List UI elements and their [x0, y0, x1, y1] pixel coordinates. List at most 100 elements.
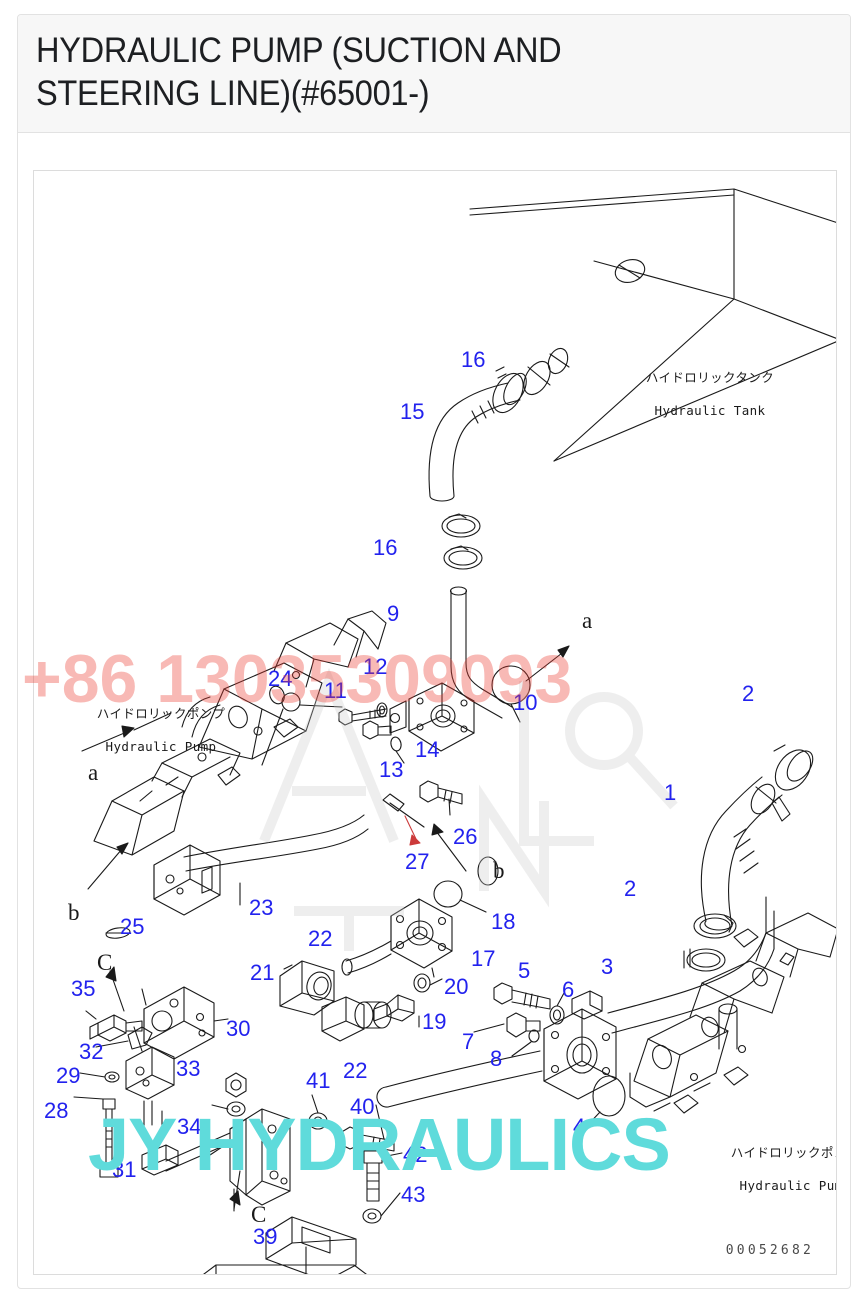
section-arrow-b-left — [87, 842, 129, 890]
callout-number[interactable]: 7 — [462, 1029, 475, 1054]
bolt-40 — [339, 1104, 395, 1152]
hose-1 — [700, 776, 783, 931]
callout-number[interactable]: 40 — [350, 1094, 375, 1119]
valve-block-23 — [153, 844, 221, 916]
bolt-26 — [419, 780, 463, 816]
flange-block-assembly — [389, 682, 475, 752]
callout-number[interactable]: 16 — [461, 347, 486, 372]
oring-4 — [583, 1075, 626, 1130]
callout-number[interactable]: 3 — [601, 954, 614, 979]
callout-number[interactable]: 34 — [177, 1114, 202, 1139]
callout-number[interactable]: 1 — [664, 780, 677, 805]
callout-number[interactable]: 2 — [624, 876, 637, 901]
hydraulic-tank-label-jp: ハイドロリックタンク — [645, 369, 775, 385]
washer-41 — [308, 1094, 328, 1130]
clamp-16-upper — [492, 366, 527, 414]
callout-number[interactable]: 6 — [562, 977, 575, 1002]
hydraulic-tank-body — [469, 188, 836, 462]
callout-number[interactable]: 39 — [253, 1224, 278, 1249]
fitting-2-upper — [750, 783, 791, 822]
sleeve-22-right — [354, 1001, 392, 1029]
callout-number[interactable]: 4 — [573, 1114, 586, 1139]
title-bar: HYDRAULIC PUMP (SUCTION AND STEERING LIN… — [18, 15, 850, 133]
callout-number[interactable]: 22 — [343, 1058, 368, 1083]
callout-number[interactable]: 8 — [490, 1046, 503, 1071]
callout-number[interactable]: 9 — [387, 601, 400, 626]
hydraulic-pump-label-left: ハイドロリックポンプ Hydraulic Pump — [76, 689, 246, 755]
section-mark: b — [493, 858, 505, 883]
section-arrow-c-upper — [105, 966, 125, 1012]
hose-lower-left — [376, 1050, 543, 1108]
callout-number[interactable]: 29 — [56, 1063, 81, 1088]
section-arrow-b-right — [431, 823, 467, 872]
callout-number[interactable]: 33 — [176, 1056, 201, 1081]
callout-number[interactable]: 2 — [742, 681, 755, 706]
hydraulic-pump-label-right-jp: ハイドロリックポンプ — [730, 1144, 836, 1160]
section-arrow-a-left — [81, 712, 172, 752]
callout-number[interactable]: 20 — [444, 974, 469, 999]
section-arrow-a-right — [525, 645, 570, 682]
callout-number[interactable]: 11 — [324, 678, 347, 703]
callout-number[interactable]: 10 — [513, 690, 538, 715]
tube-end-right — [718, 1003, 738, 1050]
bolt-5 — [493, 982, 551, 1010]
bolt-11 — [338, 708, 387, 726]
callout-number[interactable]: 14 — [415, 737, 440, 762]
callout-number[interactable]: 30 — [226, 1016, 251, 1041]
section-arrow-c-lower — [229, 1170, 241, 1210]
callout-number[interactable]: 24 — [268, 666, 293, 691]
callout-number[interactable]: 5 — [518, 958, 531, 983]
washer-6 — [549, 992, 565, 1025]
page-title: HYDRAULIC PUMP (SUCTION AND STEERING LIN… — [36, 31, 562, 114]
hydraulic-pump-label-left-en: Hydraulic Pump — [105, 738, 217, 754]
washer-12 — [376, 702, 388, 718]
fitting-16-upper-right — [523, 347, 570, 396]
callout-number[interactable]: 12 — [363, 654, 388, 679]
hydraulic-pump-label-right: ハイドロリックポンプ Hydraulic Pump — [710, 1128, 836, 1194]
callout-number[interactable]: 23 — [249, 895, 274, 920]
clamp-16-pair — [441, 513, 483, 570]
callout-number[interactable]: 35 — [71, 976, 96, 1001]
diagram-panel: HYDRAULIC PUMP (SUCTION AND STEERING LIN… — [17, 14, 851, 1289]
flange-block-right — [543, 990, 617, 1100]
callout-number[interactable]: 41 — [306, 1068, 331, 1093]
hydraulic-pump-left — [93, 610, 387, 856]
hydraulic-tank-label: ハイドロリックタンク Hydraulic Tank — [630, 353, 790, 419]
callout-number[interactable]: 25 — [120, 914, 145, 939]
callout-number[interactable]: 16 — [373, 535, 398, 560]
section-mark: a — [88, 760, 99, 785]
callout-number[interactable]: 43 — [401, 1182, 426, 1207]
hose-15 — [428, 382, 521, 502]
nut-upper-bracket — [211, 1072, 247, 1117]
clamp-2-lower — [683, 913, 737, 972]
nut-7 — [473, 1012, 541, 1038]
callout-number[interactable]: 15 — [400, 399, 425, 424]
hydraulic-tank-label-en: Hydraulic Tank — [654, 402, 766, 418]
bolt-28-31 — [73, 1096, 119, 1178]
callout-number[interactable]: 22 — [308, 926, 333, 951]
callout-number[interactable]: 31 — [112, 1157, 137, 1182]
valve-30 — [143, 986, 229, 1060]
callout-number[interactable]: 17 — [471, 946, 496, 971]
callout-number[interactable]: 28 — [44, 1098, 69, 1123]
fitting-19 — [373, 994, 420, 1028]
part-b-small — [477, 856, 499, 886]
ball-24 — [261, 692, 343, 766]
section-mark: a — [582, 608, 593, 633]
tube-9 — [449, 586, 513, 719]
nut-13 — [362, 720, 392, 740]
oring-14 — [390, 736, 405, 764]
callout-number[interactable]: 42 — [403, 1142, 428, 1167]
lower-plate-assembly — [203, 1216, 367, 1274]
callout-number[interactable]: 18 — [491, 909, 516, 934]
callout-number[interactable]: 13 — [379, 757, 404, 782]
callout-number[interactable]: 21 — [250, 960, 275, 985]
hydraulic-pump-label-left-jp: ハイドロリックポンプ — [96, 705, 226, 721]
callout-number[interactable]: 32 — [79, 1039, 104, 1064]
callout-number[interactable]: 19 — [422, 1009, 447, 1034]
drawing-frame: ハイドロリックタンク Hydraulic Tank ハイドロリックポンプ Hyd… — [33, 170, 837, 1275]
callout-number[interactable]: 26 — [453, 824, 478, 849]
callout-number[interactable]: 27 — [405, 849, 430, 874]
hydraulic-pump-right — [629, 912, 836, 1114]
